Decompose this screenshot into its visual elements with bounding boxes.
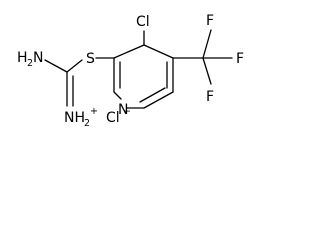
- atom-h2n-sub: 2: [27, 58, 33, 69]
- bond-cf3-ftop: [202, 29, 212, 59]
- bond-c6-inner: [139, 87, 166, 103]
- bonds: [44, 29, 233, 109]
- atom-h2n-h: H: [17, 50, 28, 66]
- atom-nh2plus-charge: +: [90, 106, 98, 117]
- counter-ion-charge: −: [123, 106, 131, 117]
- bond-n-c2: [113, 91, 122, 100]
- chemical-structure-diagram: Cl S N H 2 N NH 2 + F F F Cl −: [17, 13, 244, 129]
- bond-c3-top: [113, 44, 145, 59]
- atom-s: S: [86, 51, 95, 67]
- atom-cl: Cl: [136, 14, 150, 30]
- atom-f-right: F: [236, 51, 244, 67]
- atom-f-bottom: F: [206, 89, 214, 105]
- atom-labels: Cl S N H 2 N NH 2 + F F F Cl −: [17, 13, 244, 129]
- counter-ion-cl: Cl: [106, 110, 120, 126]
- bond-s-c-amidine: [66, 59, 83, 73]
- bond-c3-c4: [143, 44, 174, 59]
- atom-nh2plus-sub: 2: [84, 118, 90, 129]
- bond-c5-c6: [143, 91, 174, 109]
- bond-cf3-fbottom: [202, 57, 212, 85]
- atom-f-top: F: [206, 13, 214, 29]
- atom-h2n-n: N: [33, 50, 43, 66]
- atom-n-ring: N: [118, 102, 128, 118]
- bond-c-nh2: [44, 59, 68, 73]
- atom-nh2plus: NH: [64, 110, 85, 126]
